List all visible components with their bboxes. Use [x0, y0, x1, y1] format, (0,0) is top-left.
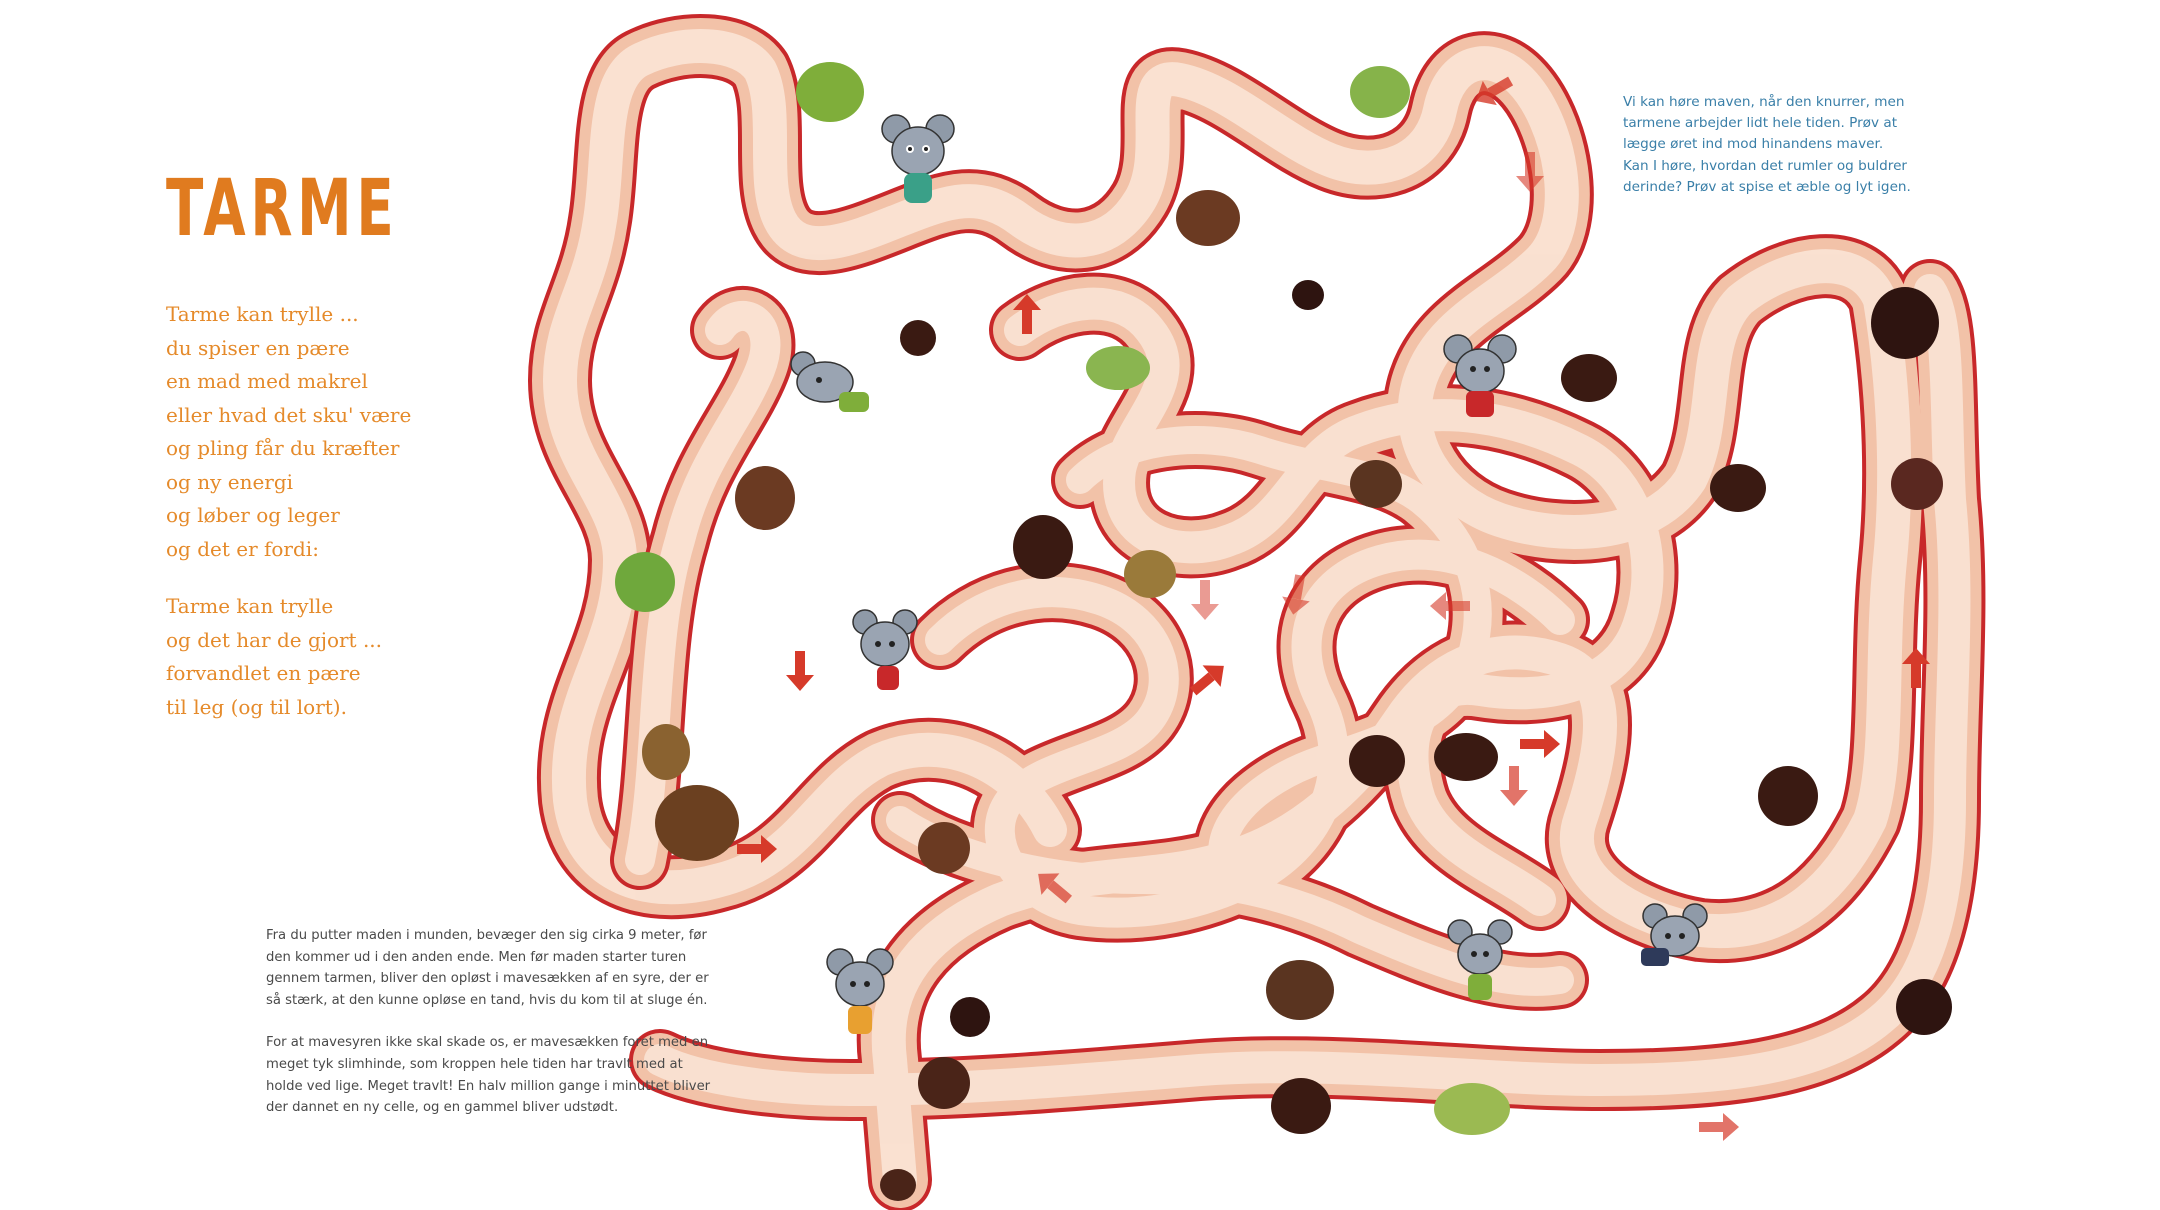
arrow-icon — [1038, 873, 1073, 904]
mouse-icon — [826, 948, 894, 1034]
dark-food-ball — [1292, 280, 1324, 310]
dark-food-ball — [1561, 354, 1617, 402]
dark-food-ball — [1758, 766, 1818, 826]
arrow-icon — [1500, 766, 1528, 806]
poem-line: du spiser en pære — [166, 335, 350, 360]
side-note-line: tarmene arbejder lidt hele tiden. Prøv a… — [1623, 115, 1898, 132]
arrow-icon — [1520, 730, 1560, 758]
mouse-icon — [1443, 334, 1517, 417]
body-line: holde ved lige. Meget travlt! En halv mi… — [266, 1078, 711, 1094]
body-line: For at mavesyren ikke skal skade os, er … — [266, 1035, 709, 1051]
mouse-icon — [790, 351, 869, 412]
brown-food-ball — [642, 724, 690, 780]
poem-line: og pling får du kræfter — [166, 436, 400, 460]
poem-line: og ny energi — [166, 469, 294, 494]
mouse-icon — [881, 114, 955, 203]
green-food-ball — [1086, 346, 1150, 390]
arrow-icon — [1191, 580, 1219, 620]
body-line: der dannet en ny celle, og en gammel bli… — [266, 1100, 619, 1116]
arrow-icon — [1902, 648, 1930, 688]
dark-food-ball — [950, 997, 990, 1037]
body-line: meget tyk slimhinde, som kroppen hele ti… — [266, 1056, 683, 1072]
mouse-icon — [1641, 903, 1708, 966]
brown-food-ball — [1266, 960, 1334, 1020]
mice — [790, 114, 1708, 1034]
poem-line: forvandlet en pære — [166, 661, 361, 685]
arrow-icon — [1475, 76, 1514, 106]
body-line: Fra du putter maden i munden, bevæger de… — [266, 928, 707, 943]
body-line: gennem tarmen, bliver den opløst i maves… — [266, 971, 709, 987]
direction-arrows — [737, 76, 1930, 1141]
arrow-icon — [1516, 152, 1544, 192]
olive-food-ball — [1124, 550, 1176, 598]
side-note-line: derinde? Prøv at spise et æble og lyt ig… — [1623, 178, 1911, 195]
poem-line: eller hvad det sku' være — [166, 402, 412, 427]
side-note-line: Kan I høre, hvordan det rumler og buldre… — [1623, 157, 1908, 174]
food-balls — [615, 62, 1952, 1201]
dark-food-ball — [1271, 1078, 1331, 1134]
body-line: så stærk, at den kunne opløse en tand, h… — [266, 992, 708, 1008]
arrow-icon — [1430, 592, 1470, 620]
brown-food-ball — [1891, 458, 1943, 510]
dark-food-ball — [900, 320, 936, 356]
brown-food-ball — [880, 1169, 916, 1201]
poem: Tarme kan trylle ... du spiser en pære e… — [166, 298, 466, 724]
poem-line: til leg (og til lort). — [166, 694, 347, 719]
arrow-icon — [737, 835, 777, 863]
paragraph-gap — [266, 1011, 726, 1032]
brown-food-ball — [655, 785, 739, 861]
poem-line: en mad med makrel — [166, 369, 368, 393]
arrow-icon — [1013, 294, 1041, 334]
arrow-icon — [1189, 665, 1224, 696]
side-note-line: lægge øret ind mod hinandens maver. — [1623, 136, 1884, 153]
side-note: Vi kan høre maven, når den knurrer, men … — [1623, 92, 1923, 198]
dark-food-ball — [1871, 287, 1939, 359]
green-food-ball — [1350, 66, 1410, 118]
brown-food-ball — [735, 466, 795, 530]
green-food-ball — [1434, 1083, 1510, 1135]
poem-line: og det har de gjort ... — [166, 627, 383, 652]
brown-food-ball — [1350, 460, 1402, 508]
green-food-ball — [615, 552, 675, 612]
poem-line: og løber og leger — [166, 503, 340, 527]
dark-food-ball — [1013, 515, 1073, 579]
green-food-ball — [796, 62, 864, 122]
dark-food-ball — [1896, 979, 1952, 1035]
arrow-icon — [1282, 574, 1310, 615]
poem-line: og det er fordi: — [166, 536, 319, 561]
body-text: Fra du putter maden i munden, bevæger de… — [266, 925, 726, 1119]
tube-highlights — [560, 46, 1954, 1180]
dark-food-ball — [1710, 464, 1766, 512]
mouse-icon — [1447, 919, 1513, 1000]
mouse-icon — [852, 609, 918, 690]
arrow-icon — [1699, 1113, 1739, 1141]
page-title: TARME — [166, 164, 399, 254]
poem-line: Tarme kan trylle — [166, 594, 334, 618]
dark-food-ball — [918, 1057, 970, 1109]
brown-food-ball — [918, 822, 970, 874]
stanza-gap — [166, 566, 466, 590]
side-note-line: Vi kan høre maven, når den knurrer, men — [1623, 94, 1905, 110]
arrow-icon — [786, 651, 814, 691]
brown-food-ball — [1176, 190, 1240, 246]
dark-food-ball — [1434, 733, 1498, 781]
dark-food-ball — [1349, 735, 1405, 787]
body-line: den kommer ud i den anden ende. Men før … — [266, 949, 687, 965]
poem-line: Tarme kan trylle ... — [166, 302, 359, 326]
